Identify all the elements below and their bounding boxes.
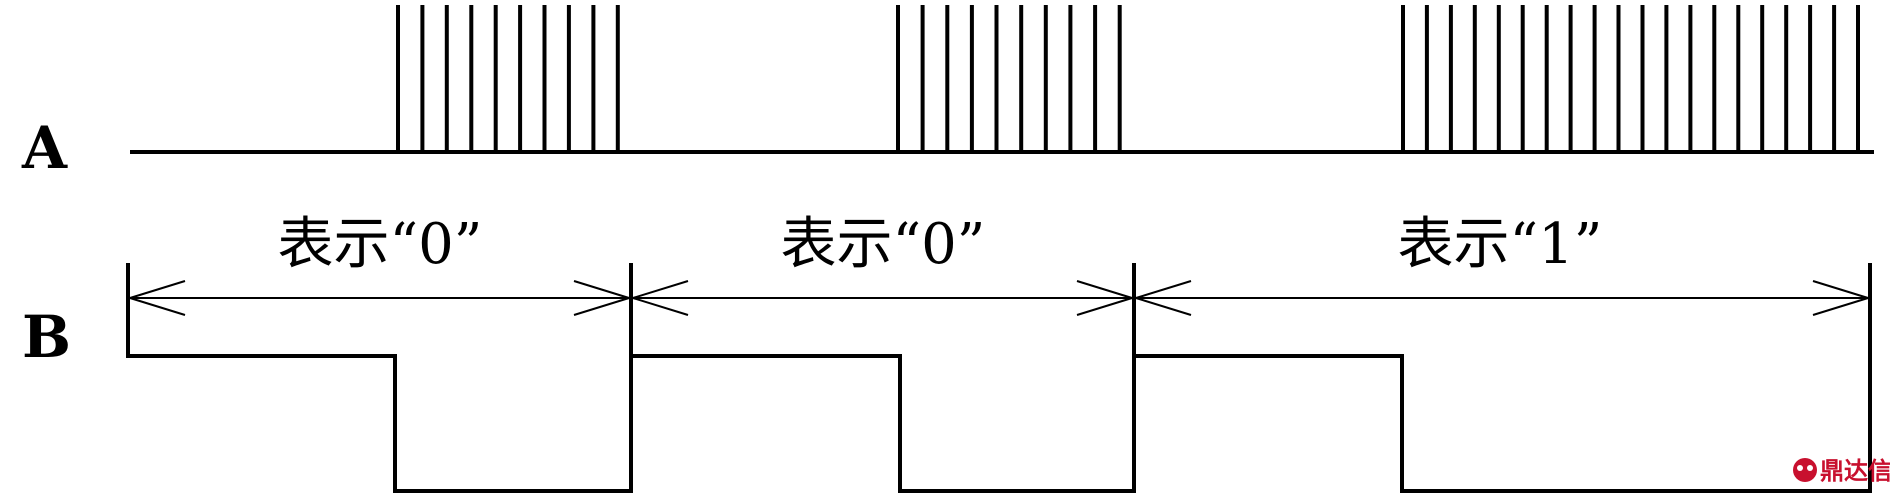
arrowhead-left-1 <box>129 280 186 316</box>
arrowhead-right-2 <box>1076 280 1133 316</box>
segment-label-3: 表示“1” <box>1398 212 1603 277</box>
arrowhead-right-3 <box>1812 280 1869 316</box>
watermark-icon <box>1793 458 1817 482</box>
segment-label-1: 表示“0” <box>278 212 483 277</box>
segment-label-2: 表示“0” <box>781 212 986 277</box>
watermark-logo: 鼎达信 <box>1793 457 1890 485</box>
watermark-text: 鼎达信 <box>1820 457 1890 485</box>
arrowhead-left-3 <box>1135 280 1192 316</box>
signal-b-label: B <box>22 303 71 371</box>
waveform-b <box>126 263 1872 493</box>
waveform-a-pulses <box>396 5 1860 152</box>
arrowhead-left-2 <box>632 280 689 316</box>
dimension-line <box>128 280 1870 316</box>
signal-a-label: A <box>21 114 68 182</box>
waveform-a <box>130 5 1874 154</box>
arrowhead-right-1 <box>573 280 630 316</box>
